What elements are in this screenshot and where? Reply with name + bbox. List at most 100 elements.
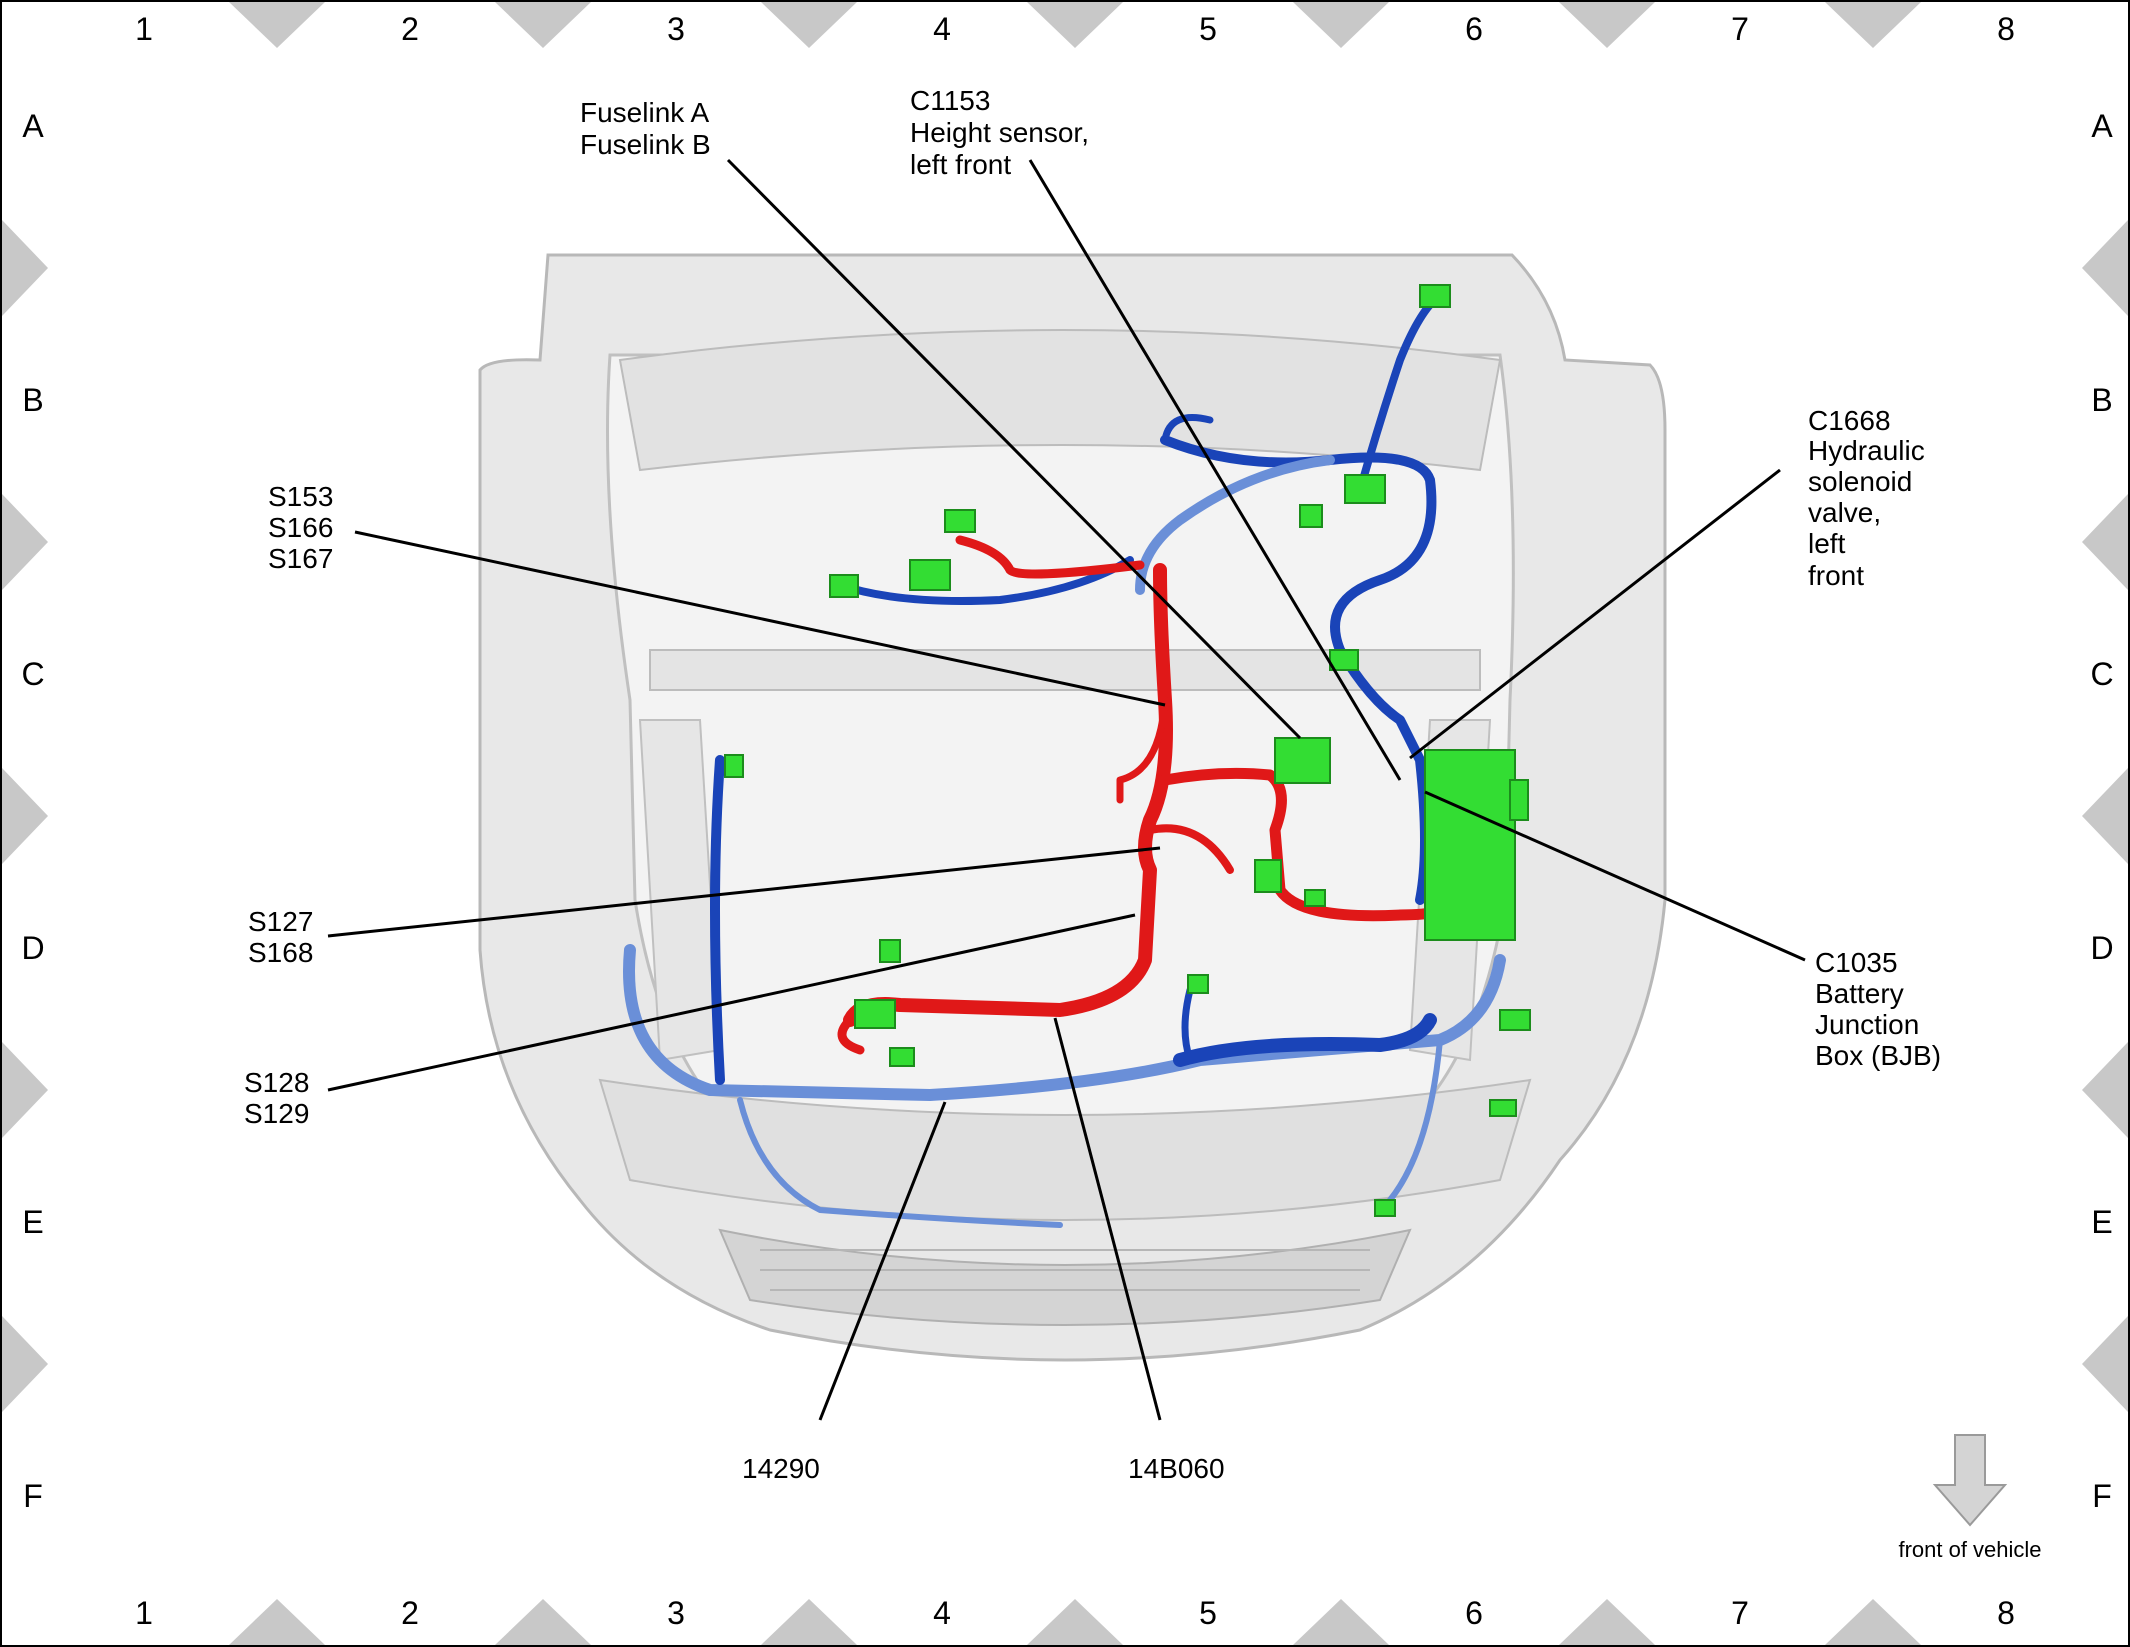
callout-labels: Fuselink A Fuselink B C1153 Height senso… (244, 85, 1941, 1484)
column-label-top: 3 (667, 11, 685, 47)
grid-marker (2, 1042, 48, 1138)
grid-marker (2082, 494, 2128, 590)
column-label-top: 4 (933, 11, 951, 47)
column-label-bottom: 8 (1997, 1595, 2015, 1631)
row-label-left: F (23, 1478, 43, 1514)
callout-s127: S127 (248, 906, 313, 937)
harness-blue-branch (1161, 414, 1214, 444)
grid-marker (1293, 2, 1389, 48)
row-label-left: C (21, 656, 44, 692)
row-label-right: E (2091, 1204, 2112, 1240)
leader-s127 (327, 846, 1161, 938)
harness-red-cowl (955, 535, 1145, 579)
callout-c1668-desc: solenoid (1808, 466, 1912, 497)
callout-s128: S128 (244, 1067, 309, 1098)
row-label-left: D (21, 930, 44, 966)
connector (889, 1047, 915, 1067)
connector (854, 999, 896, 1029)
row-label-right: B (2091, 382, 2112, 418)
callout-s129: S129 (244, 1098, 309, 1129)
harness-blue-left (710, 755, 725, 1085)
connector (1299, 504, 1323, 528)
leader-14290 (818, 1101, 947, 1421)
leader-s153 (354, 530, 1166, 707)
cross-member (649, 649, 1481, 691)
leader-14b060 (1053, 1017, 1162, 1421)
grid-marker (1027, 1599, 1123, 1645)
harness-red-branch (837, 1015, 865, 1055)
grid-marker (2, 768, 48, 864)
callout-c1035-desc: Battery (1815, 978, 1904, 1009)
column-label-top: 8 (1997, 11, 2015, 47)
callout-s167: S167 (268, 543, 333, 574)
connector (1254, 859, 1282, 893)
harness-blue-branch (1356, 291, 1444, 494)
harness-14290-branch (1387, 1037, 1443, 1203)
grid-marker (2082, 1316, 2128, 1412)
grid-marker (2, 494, 48, 590)
grid-marker (2, 220, 48, 316)
grid-labels: 1 2 3 4 5 6 7 8 1 2 3 4 5 6 7 8 A B C D … (21, 11, 2113, 1631)
callout-c1035-id: C1035 (1815, 947, 1898, 978)
front-of-vehicle-label: front of vehicle (1898, 1537, 2041, 1562)
connector (879, 939, 901, 963)
connector (1489, 1099, 1517, 1117)
callout-14b060: 14B060 (1128, 1453, 1225, 1484)
connector (944, 509, 976, 533)
grid-marker (495, 1599, 591, 1645)
harness-14b060 (843, 563, 1173, 1027)
harness-14290-branch (737, 1097, 1063, 1228)
harness-blue-branch (1181, 986, 1194, 1064)
connector (829, 574, 859, 598)
column-label-top: 5 (1199, 11, 1217, 47)
callout-c1035-desc: Junction (1815, 1009, 1919, 1040)
grid-marker (2082, 220, 2128, 316)
leader-c1668 (1409, 468, 1781, 760)
connector (1274, 737, 1331, 784)
column-label-bottom: 2 (401, 1595, 419, 1631)
connector (724, 754, 744, 778)
grid-marker (229, 2, 325, 48)
cowl-panel (618, 329, 1502, 472)
grid-marker (1293, 1599, 1389, 1645)
callout-fuselink-b: Fuselink B (580, 129, 711, 160)
row-label-left: A (22, 108, 44, 144)
leader-c1035 (1424, 790, 1806, 962)
column-label-bottom: 1 (135, 1595, 153, 1631)
harness-red-branch (1146, 824, 1234, 874)
connectors (724, 284, 1531, 1217)
column-label-bottom: 3 (667, 1595, 685, 1631)
column-label-top: 2 (401, 11, 419, 47)
connector (1187, 974, 1209, 994)
row-label-left: E (22, 1204, 43, 1240)
grid-marker (761, 2, 857, 48)
grid-marker (1559, 2, 1655, 48)
column-label-bottom: 7 (1731, 1595, 1749, 1631)
callout-c1153-desc: Height sensor, (910, 117, 1089, 148)
harness-blue-front (1173, 1013, 1437, 1067)
column-label-bottom: 6 (1465, 1595, 1483, 1631)
connector (909, 559, 951, 591)
leader-c1153 (1028, 159, 1402, 781)
grille (718, 1228, 1412, 1326)
column-label-bottom: 5 (1199, 1595, 1217, 1631)
callout-c1035-desc: Box (BJB) (1815, 1040, 1941, 1071)
battery-junction-box (1424, 749, 1516, 941)
connector (1304, 889, 1326, 907)
grille-slats (760, 1249, 1370, 1291)
row-label-right: A (2091, 108, 2113, 144)
row-label-right: F (2092, 1478, 2112, 1514)
leader-fuselink (726, 158, 1302, 740)
grid-marker (229, 1599, 325, 1645)
callout-c1668-desc: valve, (1808, 497, 1881, 528)
connector (1499, 1009, 1531, 1031)
callout-c1668-id: C1668 (1808, 405, 1891, 436)
grid-marker (2082, 768, 2128, 864)
leader-lines (327, 158, 1806, 1421)
callout-c1668-desc: Hydraulic (1808, 435, 1925, 466)
harness-14290 (623, 944, 1506, 1101)
leader-s128 (327, 913, 1136, 1092)
column-label-top: 7 (1731, 11, 1749, 47)
